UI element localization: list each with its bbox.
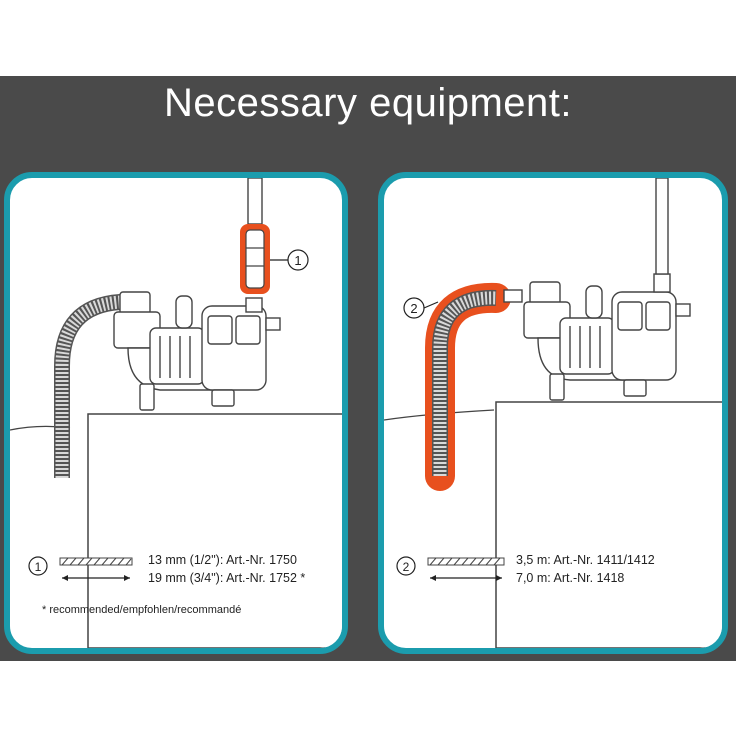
pump-with-connector-illustration: 1 1 [10,178,342,648]
hose-option-1: 13 mm (1/2"): Art.-Nr. 1750 [148,553,297,567]
platform [87,413,342,648]
platform [495,401,722,648]
page-title: Necessary equipment: [164,81,572,125]
legend-number: 2 [403,560,410,574]
pump-icon [113,291,281,411]
callout-circle [287,249,309,271]
equipment-panel-suction-hose: 2 2 3,5 m: Art.-Nr. 1411/1412 7,0 m: Art… [378,172,728,654]
legend-number: 1 [35,560,42,574]
connector-icon [245,229,265,289]
suction-hose-icon [433,291,497,476]
pump-with-suction-hose-illustration: 2 2 [384,178,722,648]
hose-option-1: 3,5 m: Art.-Nr. 1411/1412 [516,553,655,567]
equipment-panel-connector: 1 1 13 mm (1/2"): Art.-Nr. 1750 19 mm (3… [4,172,348,654]
hose-option-2: 7,0 m: Art.-Nr. 1418 [516,571,625,585]
hose-option-2: 19 mm (3/4"): Art.-Nr. 1752 * [148,571,306,585]
footnote: * recommended/empfohlen/recommandé [42,604,242,616]
callout-number: 1 [294,253,301,268]
pump-icon [503,273,691,401]
callout-number: 2 [410,301,417,316]
